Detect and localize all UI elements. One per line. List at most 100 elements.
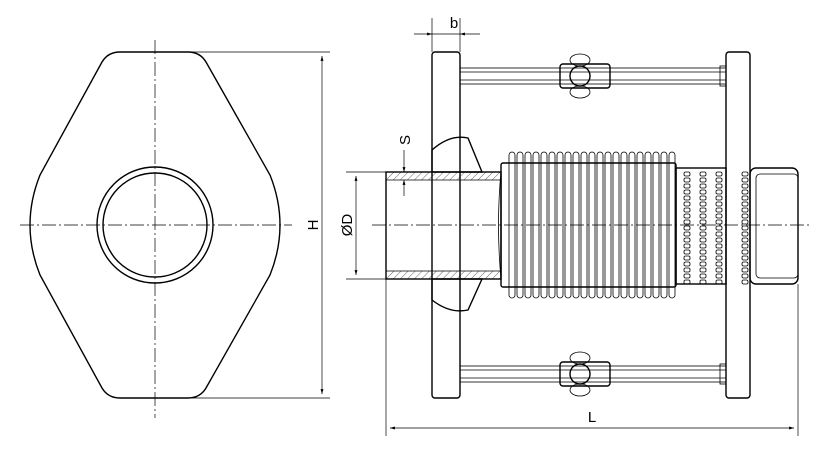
flange-outline: [29, 51, 281, 399]
weld-bead: [699, 267, 707, 273]
weld-bead: [715, 267, 723, 273]
weld-bead: [741, 243, 749, 249]
dimension-b: b: [414, 15, 480, 52]
weld-bead: [699, 195, 707, 201]
weld-bead: [741, 267, 749, 273]
weld-bead: [683, 261, 691, 267]
weld-bead: [683, 237, 691, 243]
weld-bead: [683, 243, 691, 249]
weld-bead: [683, 171, 691, 177]
weld-bead: [699, 255, 707, 261]
weld-bead: [699, 273, 707, 279]
weld-bead: [683, 177, 691, 183]
dimension-d: ØD: [339, 171, 386, 280]
weld-bead: [683, 219, 691, 225]
dimension-label-s: S: [397, 135, 414, 145]
weld-bead: [715, 213, 723, 219]
weld-bead: [741, 249, 749, 255]
weld-bead: [699, 243, 707, 249]
weld-bead: [683, 195, 691, 201]
weld-bead: [683, 207, 691, 213]
weld-bead: [715, 261, 723, 267]
weld-bead: [715, 255, 723, 261]
sleeve-welds: [683, 171, 749, 285]
weld-bead: [699, 231, 707, 237]
weld-bead: [683, 213, 691, 219]
pipe-stub: [385, 171, 502, 280]
dimension-h: H: [190, 51, 330, 399]
weld-bead: [683, 201, 691, 207]
dimension-label-d: ØD: [339, 214, 356, 237]
weld-bead: [741, 201, 749, 207]
top-weld: [431, 136, 484, 173]
weld-bead: [699, 213, 707, 219]
weld-bead: [715, 225, 723, 231]
weld-bead: [741, 255, 749, 261]
weld-bead: [699, 279, 707, 285]
weld-bead: [699, 177, 707, 183]
weld-bead: [715, 249, 723, 255]
weld-bead: [699, 183, 707, 189]
weld-bead: [683, 249, 691, 255]
weld-bead: [699, 237, 707, 243]
bottom-weld: [431, 278, 484, 312]
weld-bead: [741, 195, 749, 201]
weld-bead: [715, 231, 723, 237]
weld-bead: [715, 189, 723, 195]
dimension-label-l: L: [588, 409, 596, 426]
weld-bead: [699, 225, 707, 231]
weld-bead: [741, 189, 749, 195]
weld-bead: [699, 201, 707, 207]
top-rod-sleeve: [559, 63, 611, 89]
weld-bead: [741, 213, 749, 219]
weld-bead: [683, 273, 691, 279]
weld-bead: [683, 231, 691, 237]
bellows-convolution: [540, 151, 548, 299]
weld-bead: [741, 177, 749, 183]
weld-bead: [715, 201, 723, 207]
weld-bead: [683, 255, 691, 261]
weld-bead: [715, 243, 723, 249]
right-pipe-end: [749, 167, 799, 285]
weld-bead: [741, 183, 749, 189]
weld-bead: [741, 207, 749, 213]
weld-bead: [741, 171, 749, 177]
weld-bead: [715, 171, 723, 177]
weld-bead: [741, 273, 749, 279]
side-view: [372, 51, 812, 399]
weld-bead: [699, 261, 707, 267]
weld-bead: [683, 225, 691, 231]
weld-bead: [741, 261, 749, 267]
weld-bead: [741, 279, 749, 285]
weld-bead: [741, 237, 749, 243]
weld-bead: [683, 267, 691, 273]
weld-bead: [715, 237, 723, 243]
weld-bead: [699, 249, 707, 255]
dimension-s: S: [397, 135, 414, 196]
weld-bead: [683, 189, 691, 195]
dimension-label-b: b: [450, 15, 458, 32]
weld-bead: [715, 183, 723, 189]
front-view: [20, 40, 292, 418]
bottom-rod-sleeve: [559, 361, 611, 387]
weld-bead: [683, 183, 691, 189]
dimension-l: L: [385, 279, 799, 436]
weld-bead: [715, 279, 723, 285]
weld-bead: [715, 195, 723, 201]
bottom-tie-rod: [459, 365, 727, 383]
weld-bead: [683, 279, 691, 285]
weld-bead: [741, 231, 749, 237]
weld-bead: [699, 189, 707, 195]
weld-bead: [715, 219, 723, 225]
dimension-label-h: H: [305, 220, 322, 231]
weld-bead: [715, 207, 723, 213]
top-rod-nut: [569, 65, 591, 87]
weld-bead: [699, 219, 707, 225]
top-tie-rod: [459, 67, 727, 85]
bellows-convolution: [628, 151, 636, 299]
weld-bead: [699, 207, 707, 213]
bottom-rod-nut: [569, 363, 591, 385]
weld-bead: [699, 171, 707, 177]
weld-bead: [741, 225, 749, 231]
